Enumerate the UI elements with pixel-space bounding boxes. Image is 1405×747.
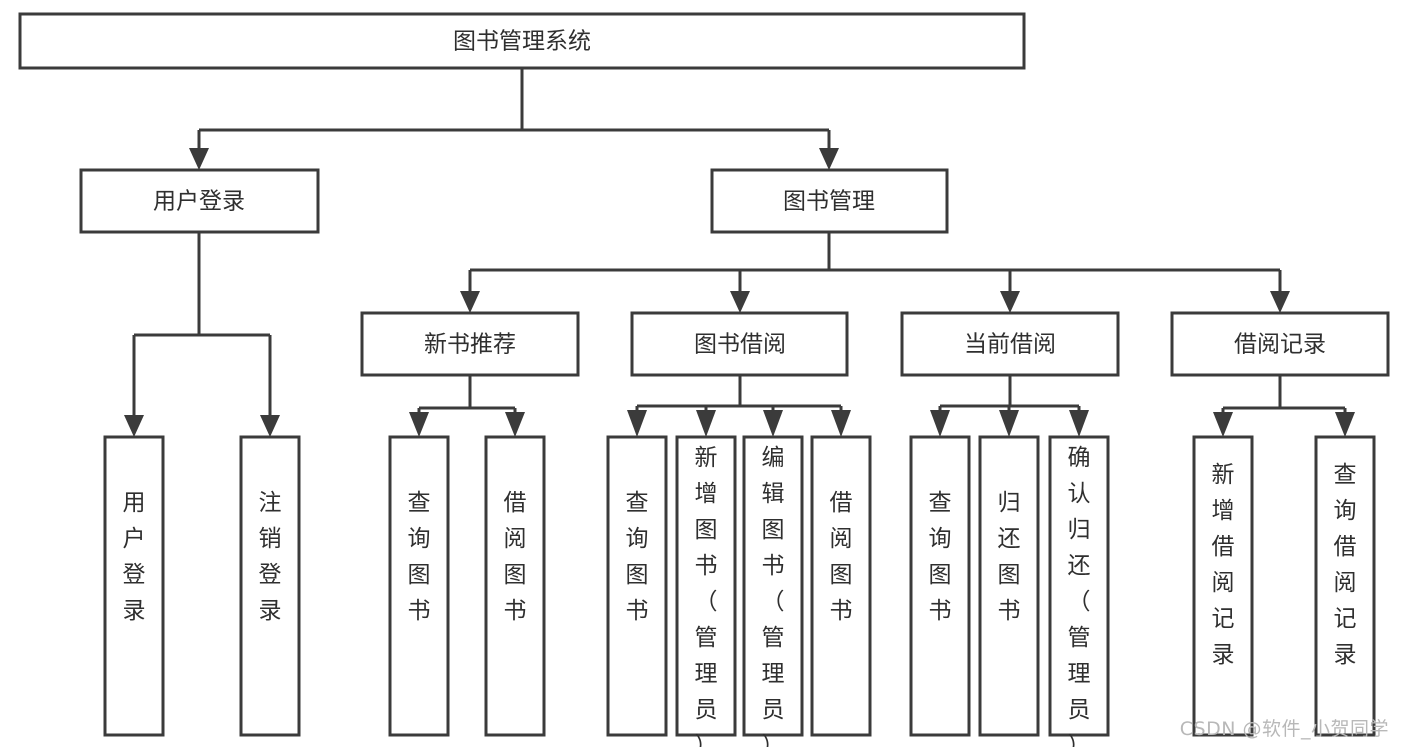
leaf-query-book-2-box[interactable]: [606, 435, 668, 737]
node-root-box[interactable]: [18, 12, 1026, 70]
arrowhead-leaf-borrow-book-2: [831, 410, 851, 437]
node-current-borrow-box[interactable]: [900, 311, 1120, 377]
leaf-node-query-book-3[interactable]: 查询图书: [909, 435, 971, 737]
node-user-login-box[interactable]: [79, 168, 320, 234]
leaf-query-book-2-label: 查询图书: [626, 490, 649, 624]
leaf-node-return-book[interactable]: 归还图书: [978, 435, 1040, 737]
leaf-confirm-return-label: 确认归还（管理员）: [1068, 445, 1091, 747]
connectors-bookborrow-to-leaves: [627, 375, 851, 437]
leaf-node-query-book-2[interactable]: 查询图书: [606, 435, 668, 737]
leaf-node-logout-login[interactable]: 注销登录: [239, 435, 301, 737]
leaf-return-book-label: 归还图书: [998, 490, 1021, 624]
leaf-node-add-borrow-record[interactable]: 新增借阅记录: [1192, 435, 1254, 737]
leaf-node-borrow-book-1[interactable]: 借阅图书: [484, 435, 546, 737]
leaf-edit-book-box[interactable]: [742, 435, 804, 737]
node-root[interactable]: 图书管理系统: [18, 12, 1026, 70]
leaf-return-book-box[interactable]: [978, 435, 1040, 737]
node-user-login-label: 用户登录: [153, 189, 245, 215]
node-new-book-recommend-box[interactable]: [360, 311, 580, 377]
leaf-user-login-label: 用户登录: [123, 490, 146, 624]
arrowhead-leaf-logout-login: [260, 415, 280, 437]
leaf-borrow-book-2-label: 借阅图书: [830, 490, 853, 624]
leaf-add-book-label: 新增图书（管理员）: [695, 445, 718, 747]
node-borrow-record-label: 借阅记录: [1234, 332, 1326, 358]
node-new-book-recommend-label: 新书推荐: [424, 332, 516, 358]
leaf-node-query-borrow-record[interactable]: 查询借阅记录: [1314, 435, 1376, 737]
node-current-borrow-label: 当前借阅: [964, 332, 1056, 358]
node-book-borrow-box[interactable]: [630, 311, 849, 377]
arrowhead-book-management: [819, 148, 839, 170]
arrowhead-borrow-record: [1270, 291, 1290, 313]
connectors-root-to-level1: [189, 68, 839, 170]
leaf-edit-book-label: 编辑图书（管理员）: [762, 445, 785, 747]
leaf-query-book-3-label: 查询图书: [929, 490, 952, 624]
leaf-query-book-1-box[interactable]: [388, 435, 450, 737]
arrowhead-leaf-add-borrow-record: [1213, 412, 1233, 437]
leaf-borrow-book-1-box[interactable]: [484, 435, 546, 737]
node-book-borrow[interactable]: 图书借阅: [630, 311, 849, 377]
arrowhead-leaf-query-book-2: [627, 410, 647, 437]
leaf-add-borrow-record-box[interactable]: [1192, 435, 1254, 737]
arrowhead-leaf-edit-book: [763, 410, 783, 437]
leaf-query-book-3-box[interactable]: [909, 435, 971, 737]
arrowhead-leaf-query-borrow-record: [1335, 412, 1355, 437]
connectors-userlogin-to-leaves: [124, 232, 280, 437]
leaf-query-book-1-label: 查询图书: [408, 490, 431, 624]
arrowhead-leaf-add-book: [696, 410, 716, 437]
arrowhead-new-book-recommend: [460, 291, 480, 313]
leaf-borrow-book-1-label: 借阅图书: [504, 490, 527, 624]
leaf-logout-login-box[interactable]: [239, 435, 301, 737]
node-book-borrow-label: 图书借阅: [694, 332, 786, 358]
leaf-node-query-book-1[interactable]: 查询图书: [388, 435, 450, 737]
node-borrow-record[interactable]: 借阅记录: [1170, 311, 1390, 377]
leaf-borrow-book-2-box[interactable]: [810, 435, 872, 737]
leaf-node-user-login[interactable]: 用户登录: [103, 435, 165, 737]
connectors-bookmgmt-to-level2: [460, 232, 1290, 313]
arrowhead-current-borrow: [1000, 291, 1020, 313]
leaf-add-book-box[interactable]: [675, 435, 737, 737]
leaf-node-edit-book[interactable]: 编辑图书（管理员）: [742, 435, 804, 747]
arrowhead-leaf-confirm-return: [1069, 410, 1089, 437]
arrowhead-leaf-query-book-3: [930, 410, 950, 437]
leaf-node-add-book[interactable]: 新增图书（管理员）: [675, 435, 737, 747]
node-book-management[interactable]: 图书管理: [710, 168, 949, 234]
arrowhead-leaf-borrow-book-1: [505, 412, 525, 437]
arrowhead-leaf-query-book-1: [409, 412, 429, 437]
node-borrow-record-box[interactable]: [1170, 311, 1390, 377]
node-user-login[interactable]: 用户登录: [79, 168, 320, 234]
node-book-management-label: 图书管理: [783, 189, 875, 215]
leaf-logout-login-label: 注销登录: [259, 490, 282, 624]
connectors-currentborrow-to-leaves: [930, 375, 1089, 437]
leaf-node-confirm-return[interactable]: 确认归还（管理员）: [1048, 435, 1110, 747]
leaf-add-borrow-record-label: 新增借阅记录: [1212, 462, 1235, 668]
arrowhead-leaf-return-book: [999, 410, 1019, 437]
leaf-node-borrow-book-2[interactable]: 借阅图书: [810, 435, 872, 737]
connectors-newbook-to-leaves: [409, 375, 525, 437]
arrowhead-user-login: [189, 148, 209, 170]
node-book-management-box[interactable]: [710, 168, 949, 234]
node-root-label: 图书管理系统: [453, 29, 591, 55]
leaf-query-borrow-record-box[interactable]: [1314, 435, 1376, 737]
node-current-borrow[interactable]: 当前借阅: [900, 311, 1120, 377]
connectors-borrowrecord-to-leaves: [1213, 375, 1355, 437]
arrowhead-leaf-user-login: [124, 415, 144, 437]
node-new-book-recommend[interactable]: 新书推荐: [360, 311, 580, 377]
leaf-query-borrow-record-label: 查询借阅记录: [1334, 462, 1357, 668]
leaf-confirm-return-box[interactable]: [1048, 435, 1110, 737]
leaf-user-login-box[interactable]: [103, 435, 165, 737]
arrowhead-book-borrow: [730, 291, 750, 313]
